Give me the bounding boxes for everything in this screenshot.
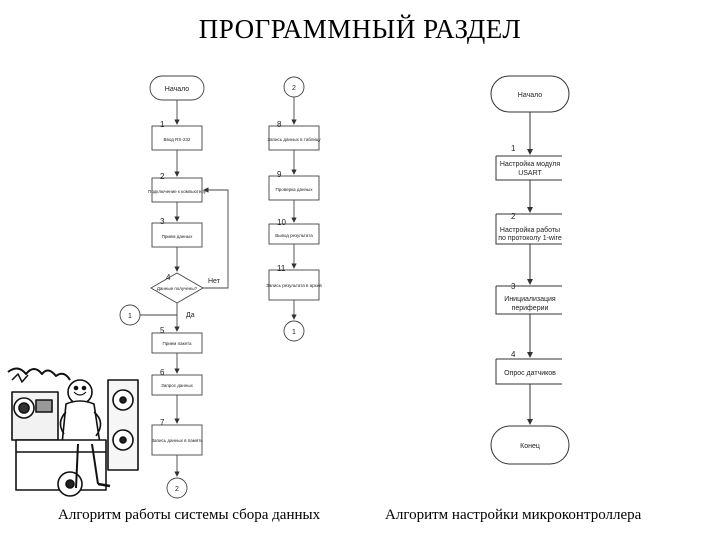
svg-text:7: 7: [160, 418, 165, 427]
svg-text:1: 1: [128, 313, 132, 320]
svg-text:Запись результата в архив: Запись результата в архив: [266, 283, 322, 288]
svg-text:Настройка работы: Настройка работы: [500, 226, 560, 234]
right-caption: Алгоритм настройки микроконтроллера: [385, 507, 642, 523]
right-block-1: [495, 156, 562, 181]
robot-technician-illustration: [7, 367, 139, 497]
middle-block-8: [268, 125, 320, 151]
svg-text:5: 5: [160, 326, 165, 335]
svg-text:Данные получены?: Данные получены?: [157, 286, 198, 291]
svg-text:Конец: Конец: [520, 443, 540, 450]
middle-flowchart: [268, 76, 320, 342]
svg-text:Прием данных: Прием данных: [162, 234, 193, 239]
svg-text:периферии: периферии: [512, 305, 549, 312]
svg-text:3: 3: [511, 282, 516, 291]
svg-text:Настройка модуля: Настройка модуля: [500, 160, 560, 168]
svg-text:Вывод результата: Вывод результата: [275, 233, 313, 238]
left-start-label: Начало: [165, 86, 189, 93]
svg-text:2: 2: [511, 212, 516, 221]
svg-text:Запись данных в таблицу: Запись данных в таблицу: [267, 137, 321, 142]
svg-text:Инициализация: Инициализация: [504, 296, 556, 303]
right-block-2: [495, 214, 562, 245]
middle-connector-bottom: [283, 320, 305, 342]
left-connector-2: [166, 477, 188, 499]
right-flow-labels: Начало 1 Настройка модуля USART 2 Настро…: [498, 92, 562, 450]
svg-text:Опрос датчиков: Опрос датчиков: [504, 370, 556, 377]
svg-text:2: 2: [160, 172, 165, 181]
middle-block-11: [268, 269, 320, 301]
svg-text:USART: USART: [518, 170, 542, 177]
svg-text:3: 3: [160, 217, 165, 226]
svg-text:10: 10: [277, 218, 286, 227]
svg-text:6: 6: [160, 368, 165, 377]
svg-text:4: 4: [166, 273, 171, 282]
left-flow-labels: Начало 1 Ввод RS-232 2 Подключение к ком…: [128, 86, 221, 493]
svg-text:2: 2: [175, 486, 179, 493]
svg-text:Запись данных в память: Запись данных в память: [151, 438, 203, 443]
svg-text:Проверка данных: Проверка данных: [276, 187, 314, 192]
svg-text:1: 1: [511, 144, 516, 153]
left-flowchart: [119, 75, 229, 499]
no-label: Нет: [208, 278, 221, 285]
yes-label: Да: [186, 312, 195, 319]
svg-text:Прием пакета: Прием пакета: [163, 341, 192, 346]
left-caption: Алгоритм работы системы сбора данных: [58, 507, 321, 523]
svg-text:9: 9: [277, 170, 282, 179]
svg-text:8: 8: [277, 120, 282, 129]
middle-block-9: [268, 175, 320, 201]
svg-text:11: 11: [277, 264, 286, 273]
middle-flow-labels: 2 8 Запись данных в таблицу 9 Проверка д…: [266, 85, 322, 336]
svg-text:1: 1: [160, 120, 165, 129]
svg-text:2: 2: [292, 85, 296, 92]
svg-text:по протоколу 1-wire: по протоколу 1-wire: [498, 235, 562, 242]
page-title: ПРОГРАММНЫЙ РАЗДЕЛ: [198, 14, 522, 44]
left-block-7: [151, 424, 203, 456]
svg-text:Ввод RS-232: Ввод RS-232: [164, 137, 191, 142]
right-block-4: [495, 359, 562, 385]
svg-text:4: 4: [511, 350, 516, 359]
svg-text:Подключение к компьютеру: Подключение к компьютеру: [148, 189, 207, 194]
svg-text:Начало: Начало: [518, 92, 542, 99]
right-flowchart: [490, 75, 570, 465]
svg-text:1: 1: [292, 329, 296, 336]
svg-text:Запрос данных: Запрос данных: [161, 383, 193, 388]
right-block-3: [495, 286, 562, 315]
right-end-terminator: [490, 425, 570, 465]
